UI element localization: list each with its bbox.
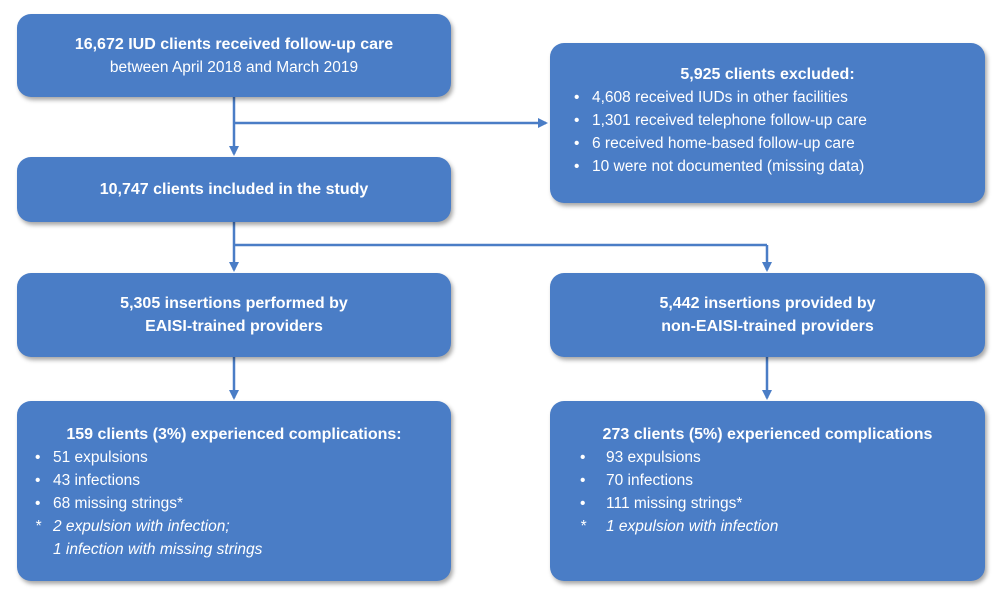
non-eaisi-line2: non-EAISI-trained providers <box>661 318 874 335</box>
list-item: •4,608 received IUDs in other facilities <box>574 89 848 106</box>
included-title: 10,747 clients included in the study <box>99 181 369 198</box>
followup-subtitle: between April 2018 and March 2019 <box>109 58 359 76</box>
list-item: •68 missing strings* <box>35 495 184 512</box>
list-item: •93 expulsions <box>580 449 701 466</box>
eaisi-line2: EAISI-trained providers <box>145 318 323 335</box>
list-item: •111 missing strings* <box>580 495 743 512</box>
footnote-continued: 1 infection with missing strings <box>53 541 263 558</box>
included-box: 10,747 clients included in the study <box>17 157 451 222</box>
non-eaisi-line1: 5,442 insertions provided by <box>659 295 876 312</box>
eaisi-box: 5,305 insertions performed by EAISI-trai… <box>17 273 451 357</box>
eaisi-complications-title: 159 clients (3%) experienced complicatio… <box>66 426 402 443</box>
followup-title: 16,672 IUD clients received follow-up ca… <box>74 35 394 53</box>
list-item: •1,301 received telephone follow-up care <box>574 112 867 129</box>
list-item: •43 infections <box>35 472 141 489</box>
eaisi-line1: 5,305 insertions performed by <box>120 295 348 312</box>
non-eaisi-box: 5,442 insertions provided by non-EAISI-t… <box>550 273 985 357</box>
excluded-box: 5,925 clients excluded: •4,608 received … <box>550 43 985 203</box>
followup-box: 16,672 IUD clients received follow-up ca… <box>17 14 451 97</box>
non-eaisi-complications-list: •93 expulsions •70 infections •111 missi… <box>570 446 985 538</box>
non-eaisi-complications-box: 273 clients (5%) experienced complicatio… <box>550 401 985 581</box>
footnote: *1 expulsion with infection <box>580 518 779 535</box>
list-item: •10 were not documented (missing data) <box>574 158 865 175</box>
excluded-list: •4,608 received IUDs in other facilities… <box>570 86 985 178</box>
list-item: •6 received home-based follow-up care <box>574 135 855 152</box>
list-item: •51 expulsions <box>35 449 148 466</box>
footnote: *2 expulsion with infection; <box>35 518 230 535</box>
eaisi-complications-box: 159 clients (3%) experienced complicatio… <box>17 401 451 581</box>
excluded-title: 5,925 clients excluded: <box>680 66 855 83</box>
eaisi-complications-list: •51 expulsions •43 infections •68 missin… <box>31 446 451 561</box>
list-item: •70 infections <box>580 472 694 489</box>
non-eaisi-complications-title: 273 clients (5%) experienced complicatio… <box>602 426 933 443</box>
